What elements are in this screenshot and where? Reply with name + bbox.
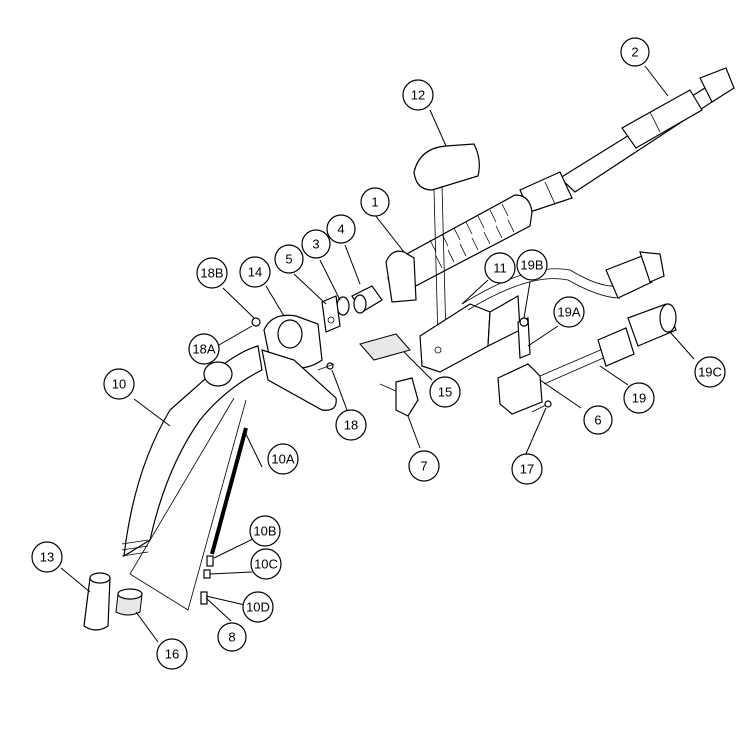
callout-18a: 18A [188,333,220,365]
svg-text:2: 2 [631,45,638,60]
svg-text:18A: 18A [192,342,215,357]
nozzle-part-16 [115,588,143,616]
callout-12: 12 [402,79,434,111]
callout-1: 1 [360,187,390,217]
fastener-part-18b [251,317,261,327]
valve-stem-part-19a [517,317,531,359]
callout-8: 8 [217,622,247,652]
svg-text:19B: 19B [520,258,543,273]
callout-10: 10 [103,368,135,400]
callout-19b: 19B [516,249,548,281]
callout-15: 15 [429,376,461,408]
clamp-strap-part-12 [413,143,480,341]
bushing-part-4 [351,285,383,314]
fastener-part-18 [317,362,335,371]
svg-text:15: 15 [438,385,452,400]
callout-3: 3 [301,229,331,259]
rod-panel [129,397,247,611]
svg-text:10B: 10B [253,524,276,539]
curved-wand-part-10 [121,345,263,558]
knob-part-7 [379,377,419,417]
perforated-handle-part-1 [385,194,533,303]
svg-text:5: 5 [285,252,292,267]
callout-10a: 10A [267,443,299,475]
svg-text:10: 10 [112,377,126,392]
callout-13: 13 [31,541,63,573]
washer-part-3 [336,296,350,316]
small-parts-10b-10c-10d [200,555,214,605]
callout-4: 4 [326,214,356,244]
svg-text:18B: 18B [200,266,223,281]
rod-part-10a [210,427,248,555]
svg-text:10A: 10A [271,452,294,467]
nozzle-part-13 [83,572,111,631]
callout-10d: 10D [242,591,274,623]
callout-2: 2 [620,37,650,67]
hose-bracket-part-14 [261,314,337,411]
coupler-assembly-part-19c [597,303,677,367]
bracket-plate-part-5 [321,295,341,333]
gasket-pad-part-15 [359,333,411,361]
svg-text:1: 1 [371,195,378,210]
svg-text:3: 3 [312,237,319,252]
svg-text:13: 13 [40,550,54,565]
callout-14: 14 [239,256,271,288]
callout-7: 7 [408,450,440,482]
quick-coupler-part-19b [605,251,665,299]
svg-text:16: 16 [165,647,179,662]
wand-tube-part-2 [519,67,735,213]
leader-lines [60,65,695,643]
svg-text:10C: 10C [254,557,278,572]
svg-text:8: 8 [228,630,235,645]
callout-19: 19 [623,382,655,414]
callout-6: 6 [583,405,613,435]
svg-text:19A: 19A [557,305,580,320]
callout-11: 11 [484,252,516,284]
svg-text:4: 4 [337,222,344,237]
supply-hose [461,268,621,311]
svg-text:6: 6 [594,413,601,428]
screw-part-17 [531,400,552,413]
callout-16: 16 [156,638,188,670]
callout-18b: 18B [196,257,228,289]
svg-text:14: 14 [248,265,262,280]
callout-18: 18 [335,409,367,441]
svg-text:19C: 19C [698,365,722,380]
svg-text:17: 17 [520,462,534,477]
callout-10b: 10B [249,515,281,547]
callout-17: 17 [511,453,543,485]
svg-text:12: 12 [411,88,425,103]
callout-10c: 10C [250,548,282,580]
valve-body-part-6 [497,347,609,415]
svg-text:11: 11 [493,261,507,276]
svg-text:19: 19 [632,391,646,406]
callout-19a: 19A [553,296,585,328]
callout-5: 5 [274,244,304,274]
svg-text:18: 18 [344,418,358,433]
valve-block-part-11 [419,294,521,373]
svg-text:10D: 10D [246,600,270,615]
svg-text:7: 7 [420,459,427,474]
callout-19c: 19C [694,356,726,388]
